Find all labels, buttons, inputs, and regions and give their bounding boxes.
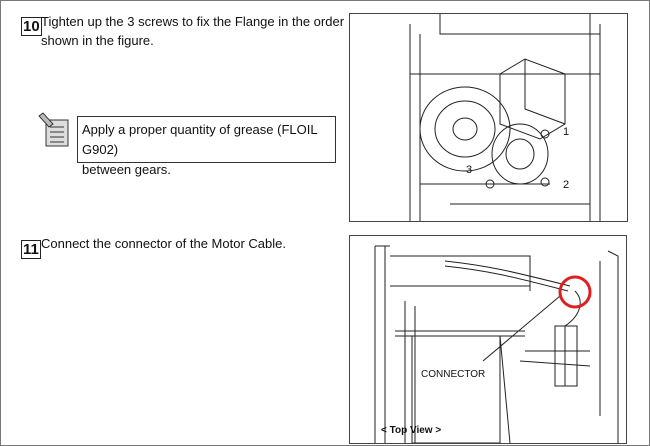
callout-1: 1 <box>563 126 570 138</box>
note-line1: Apply a proper quantity of grease (FLOIL… <box>82 122 318 157</box>
callout-2: 2 <box>563 179 570 191</box>
step-10-text-line2: shown in the figure. <box>41 33 154 48</box>
figure-motor-cable-top-view: CONNECTOR < Top View > <box>349 235 627 444</box>
notepad-icon <box>37 112 71 148</box>
top-view-caption: < Top View > <box>381 425 442 436</box>
figure-flange-screws: 1 2 3 <box>349 13 628 222</box>
callout-3: 3 <box>466 164 473 176</box>
step-11-number: 11 <box>21 240 41 259</box>
step-10-text-line1: Tighten up the 3 screws to fix the Flang… <box>41 14 345 29</box>
connector-highlight-circle <box>558 275 592 309</box>
grease-note: Apply a proper quantity of grease (FLOIL… <box>77 116 336 177</box>
step-11-text: Connect the connector of the Motor Cable… <box>41 236 286 251</box>
connector-callout: CONNECTOR <box>421 369 486 380</box>
step-10-number: 10 <box>21 17 42 36</box>
note-line2: between gears. <box>82 162 171 177</box>
